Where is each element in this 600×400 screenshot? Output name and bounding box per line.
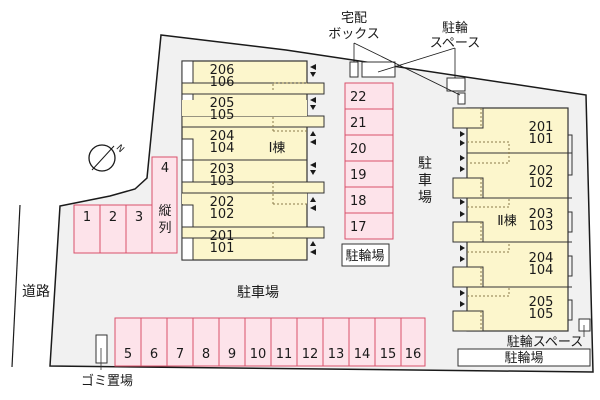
bike-parking-bottom	[457, 348, 591, 367]
unit-label: 105	[210, 108, 235, 123]
parking-center-column: 22 21 20 19 18 17	[344, 82, 394, 240]
svg-text:場: 場	[418, 190, 432, 206]
parking-space: 2	[109, 210, 117, 225]
garbage-label: ゴミ置場	[81, 373, 133, 389]
compass-north-icon: N	[88, 143, 126, 172]
parking-space: 14	[354, 347, 371, 362]
parking-space: 13	[328, 347, 345, 362]
svg-text:N: N	[114, 143, 126, 155]
unit-label: 203	[210, 162, 235, 177]
svg-text:縦: 縦	[158, 204, 171, 219]
parking-space: 12	[302, 347, 319, 362]
parking-space: 9	[228, 347, 236, 362]
svg-text:列: 列	[158, 221, 171, 236]
svg-text:車: 車	[418, 172, 432, 189]
parking-space: 15	[380, 347, 397, 362]
unit-label: 204	[210, 129, 235, 144]
building-1-label: Ⅰ棟	[269, 141, 286, 156]
entrance-arrow-icons	[310, 64, 316, 255]
parking-space: 17	[350, 220, 367, 235]
entrance-arrow-icons	[460, 131, 465, 307]
parking-tandem: 4 縦 列	[151, 156, 178, 254]
parking-space: 16	[405, 347, 422, 362]
delivery-box	[349, 61, 359, 78]
svg-text:4: 4	[161, 161, 169, 176]
bike-parking-center	[341, 243, 390, 267]
unit-label: 106	[210, 75, 235, 90]
unit-label: 205	[210, 96, 235, 111]
parking-space: 19	[350, 168, 367, 183]
bike-space-bottom-label: 駐輪スペース	[507, 334, 583, 350]
bike-space-bottom	[578, 318, 591, 332]
bike-space-top-label-1: 駐輪	[442, 20, 468, 36]
unit-label: 103	[210, 174, 235, 189]
building-1: 206 106 205 105 204 104 203 103 202 102 …	[181, 60, 325, 261]
unit-label: 205	[529, 295, 554, 310]
unit-label: 104	[529, 263, 554, 278]
road-label: 道路	[22, 284, 50, 300]
parking-space: 5	[124, 347, 132, 362]
unit-label: 102	[210, 207, 235, 222]
parking-left-row: 1 2 3	[73, 204, 153, 254]
parking-space: 20	[350, 142, 367, 157]
parking-lot-center-label: 駐 車 場	[418, 156, 432, 206]
parking-space: 7	[176, 347, 184, 362]
unit-label: 202	[529, 164, 554, 179]
unit-label: 102	[529, 176, 554, 191]
parking-space: 8	[202, 347, 210, 362]
delivery-box-label-1: 宅配	[341, 11, 367, 26]
unit-label: 105	[529, 307, 554, 322]
unit-label: 101	[210, 241, 235, 256]
unit-label: 103	[529, 219, 554, 234]
parking-lot-main-label: 駐車場	[237, 284, 279, 301]
bike-space-top-left	[361, 61, 396, 78]
unit-label: 201	[529, 120, 554, 135]
parking-bottom-row: 5 6 7 8 9 10 11 12 13 14 15 16	[114, 317, 426, 367]
unit-label: 101	[529, 132, 554, 147]
garbage-area	[95, 334, 108, 364]
road-edge-line	[11, 204, 21, 368]
parking-space: 18	[350, 194, 367, 209]
parking-space: 11	[276, 347, 293, 362]
bike-parking-bottom-label: 駐輪場	[504, 350, 543, 366]
unit-label: 204	[529, 251, 554, 266]
unit-label: 104	[210, 141, 235, 156]
parking-space: 21	[350, 116, 367, 131]
bike-parking-center-label: 駐輪場	[345, 248, 384, 264]
bike-space-top-label-2: スペース	[430, 36, 480, 51]
unit-label: 202	[210, 195, 235, 210]
bike-space-top-right	[446, 77, 466, 92]
parking-space: 6	[150, 347, 158, 362]
unit-label: 203	[529, 207, 554, 222]
callout-lines	[353, 42, 461, 96]
unit-label: 206	[210, 63, 235, 78]
unit-label: 201	[210, 229, 235, 244]
building-2-label: Ⅱ棟	[497, 214, 516, 229]
parking-space: 22	[350, 90, 367, 105]
building-2: 201 101 202 102 203 103 204 104 205 105 …	[452, 107, 573, 332]
delivery-box-2	[457, 92, 466, 105]
parking-space: 1	[83, 210, 91, 225]
parking-space: 3	[135, 210, 143, 225]
delivery-box-label-2: ボックス	[328, 27, 380, 42]
svg-text:駐: 駐	[418, 156, 432, 172]
parking-space: 10	[250, 347, 267, 362]
